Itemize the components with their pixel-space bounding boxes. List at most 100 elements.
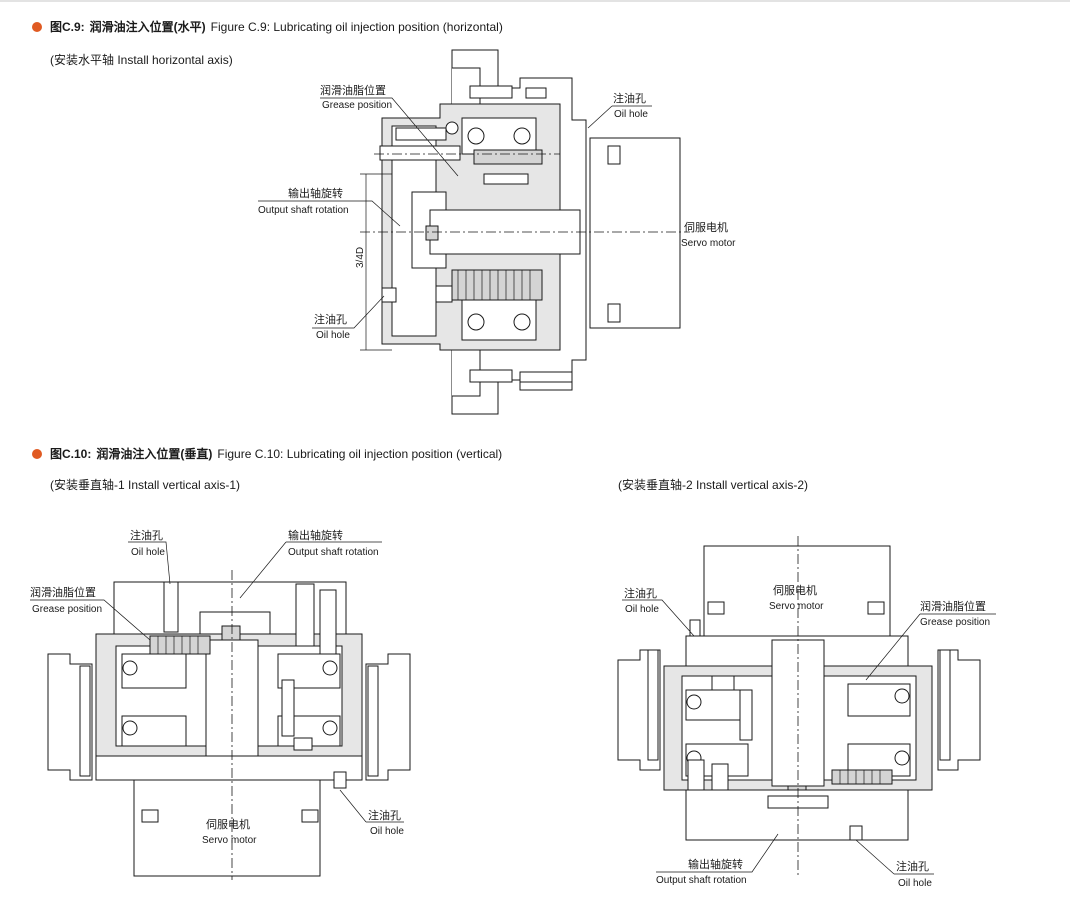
c10r-bearing-ball <box>894 750 910 766</box>
c10l-oilhole-bottom-label-en: Oil hole <box>370 826 404 837</box>
c10l-servo-label-zh: 伺服电机 <box>206 817 250 831</box>
c9-bearing-ball <box>513 313 531 331</box>
c10l-servo-motor-body <box>133 779 321 877</box>
c10r-gear <box>831 769 893 785</box>
c10l-output-label-zh: 输出轴旋转 <box>288 528 343 542</box>
figure-c10-subtitle-left: (安装垂直轴-1 Install vertical axis-1) <box>50 478 241 492</box>
figure-c10-right-drawing: 注油孔 Oil hole 伺服电机 Servo motor 润滑油脂位置 Gre… <box>617 536 996 889</box>
c10l-oilhole-bottom-leader <box>339 789 367 823</box>
c10r-motor-bolt <box>707 601 725 615</box>
c10r-motor-bolt <box>867 601 885 615</box>
c10r-oilhole-top-leader <box>622 599 695 637</box>
c9-oilhole-bottom-label-en: Oil hole <box>316 330 350 341</box>
c9-dim-label: 3/4D <box>355 247 366 268</box>
c9-gear-top <box>473 149 543 165</box>
c10l-bearing-ball <box>122 660 138 676</box>
c10r-grease-label-zh: 润滑油脂位置 <box>920 599 986 613</box>
c9-motor-bolt-bottom <box>607 303 621 323</box>
c9-bearing-ball <box>513 127 531 145</box>
c10l-long-bolt <box>367 665 379 777</box>
c9-oilhole-bottom-leader <box>312 295 385 329</box>
c9-servo-label-en: Servo motor <box>681 238 736 249</box>
c10l-bearing-ball <box>122 720 138 736</box>
c9-output-label-zh: 输出轴旋转 <box>288 186 343 200</box>
c10l-gear <box>149 635 211 655</box>
c10l-oilhole-top-leader <box>128 541 171 585</box>
c9-shaft-key <box>425 225 439 241</box>
c10r-servo-label-zh: 伺服电机 <box>773 583 817 597</box>
bullet-icon <box>32 21 42 32</box>
c9-oilhole-bottom-label-zh: 注油孔 <box>314 312 347 326</box>
c9-bolt <box>519 371 573 383</box>
c10l-oil-plug-bottom <box>333 771 347 789</box>
c9-bearing-ball <box>467 313 485 331</box>
c10r-oilhole-bottom-label-en: Oil hole <box>898 878 932 889</box>
c10l-oil-plug-top <box>163 581 179 633</box>
c10l-gear-teeth <box>157 636 199 654</box>
c10l-bearing-ball <box>322 720 338 736</box>
c10l-output-label-en: Output shaft rotation <box>288 547 379 558</box>
top-divider <box>0 0 1070 2</box>
c10r-long-bolt <box>939 649 951 761</box>
figure-c10-subtitle-right: (安装垂直轴-2 Install vertical axis-2) <box>618 478 809 492</box>
c10r-oilhole-top-label-zh: 注油孔 <box>624 586 657 600</box>
c10l-grease-leader <box>30 599 151 641</box>
figure-c9-number: 图C.9: <box>50 20 85 34</box>
c10r-bearing-ball <box>894 688 910 704</box>
c9-output-label-en: Output shaft rotation <box>258 205 349 216</box>
c9-oilhole-top-label-en: Oil hole <box>614 109 648 120</box>
c10l-motor-bolt <box>141 809 159 823</box>
c10l-servo-label-en: Servo motor <box>202 835 257 846</box>
c10r-pin <box>739 689 753 741</box>
c10r-servo-label-en: Servo motor <box>769 601 824 612</box>
c9-motor-bolt-top <box>607 145 621 165</box>
figure-c10-number: 图C.10: <box>50 447 92 461</box>
bullet-icon <box>32 448 42 459</box>
c9-grease-leader <box>320 97 459 177</box>
c9-gear-teeth <box>457 270 531 300</box>
c9-oilhole-top-leader <box>587 105 613 129</box>
c10l-pin <box>281 679 295 737</box>
c10l-oilhole-top-label-zh: 注油孔 <box>130 528 163 542</box>
c9-oilhole-top-label-zh: 注油孔 <box>613 91 646 105</box>
c10r-oilhole-bottom-leader <box>855 839 895 875</box>
c9-output-leader <box>258 200 401 227</box>
c9-pin <box>483 173 529 185</box>
figure-c9-drawing: 3/4D 润滑油脂位置 Grease position 注油孔 Oil hole… <box>258 49 736 415</box>
c10r-output-label-zh: 输出轴旋转 <box>688 857 743 871</box>
c10r-bearing-ball <box>686 694 702 710</box>
c9-servo-label-zh: 伺服电机 <box>684 220 728 234</box>
c10r-servo-motor-body <box>703 545 891 637</box>
c10r-grease-label-en: Grease position <box>920 617 990 628</box>
c9-oil-plug <box>381 287 397 303</box>
c10r-oil-plug-bottom <box>849 825 863 841</box>
figure-c9-heading: 图C.9: 润滑油注入位置(水平) Figure C.9: Lubricatin… <box>32 18 503 35</box>
figure-c10-title-zh: 润滑油注入位置(垂直) <box>96 447 213 461</box>
c10l-motor-adapter <box>95 755 363 781</box>
c10r-output-label-en: Output shaft rotation <box>656 875 747 886</box>
c10l-bolt <box>319 589 337 655</box>
c10r-oilhole-bottom-label-zh: 注油孔 <box>896 859 929 873</box>
c10l-oilhole-top-label-en: Oil hole <box>131 547 165 558</box>
figure-c10-title-en: Figure C.10: Lubricating oil injection p… <box>217 446 503 461</box>
c9-bolt <box>469 369 513 383</box>
c10l-grease-label-en: Grease position <box>32 604 102 615</box>
c10r-long-bolt <box>647 649 659 761</box>
c9-bolt <box>525 87 547 99</box>
c10l-shaft-key <box>221 625 241 641</box>
figure-c9-title-zh: 润滑油注入位置(水平) <box>89 20 206 34</box>
c9-long-bolt <box>379 145 461 161</box>
figure-c10-heading: 图C.10: 润滑油注入位置(垂直) Figure C.10: Lubricat… <box>32 445 502 462</box>
c9-bolt <box>469 85 513 99</box>
c10r-grease-leader <box>865 613 921 681</box>
c10r-gear-teeth <box>839 770 881 784</box>
c10l-bearing-ball <box>322 660 338 676</box>
c10r-oilhole-top-label-en: Oil hole <box>625 604 659 615</box>
figure-c10-left-drawing: 注油孔 Oil hole 输出轴旋转 Output shaft rotation… <box>30 528 411 880</box>
figure-c9-title-en: Figure C.9: Lubricating oil injection po… <box>210 19 503 34</box>
c9-servo-motor-body <box>589 137 681 329</box>
c9-planet-gear <box>451 269 543 301</box>
c10l-grease-label-zh: 润滑油脂位置 <box>30 585 96 599</box>
c10l-nut <box>293 737 313 751</box>
